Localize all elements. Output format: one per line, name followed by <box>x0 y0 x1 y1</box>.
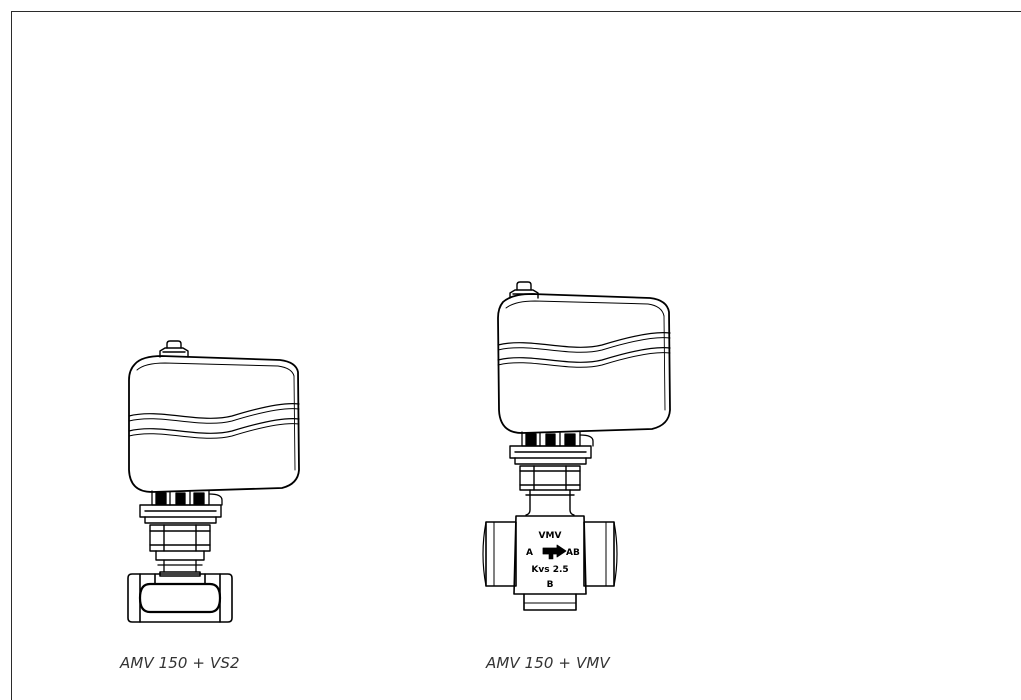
figure-frame <box>11 11 1021 700</box>
vmv-port-b-label: B <box>547 580 554 590</box>
actuator-vs2-assembly <box>127 340 300 623</box>
caption-amv150-vs2: AMV 150 + VS2 <box>120 654 240 672</box>
actuator-housing-right <box>497 293 671 434</box>
caption-amv150-vmv: AMV 150 + VMV <box>486 654 610 672</box>
vmv-valve-body <box>482 515 618 611</box>
valve-neck-left <box>157 559 203 573</box>
actuator-coupling-right <box>521 431 594 447</box>
mounting-collar-left <box>139 504 222 524</box>
mounting-collar-right <box>509 445 592 465</box>
actuator-coupling-left <box>151 490 223 506</box>
vmv-kvs-label: Kvs 2.5 <box>531 565 568 575</box>
actuator-vmv-assembly: VMV A AB Kvs 2.5 B <box>482 281 671 611</box>
valve-nut-right <box>519 465 581 491</box>
vmv-markings: VMV A AB Kvs 2.5 B <box>526 531 580 590</box>
vmv-port-a-label: A <box>526 548 533 558</box>
vmv-port-ab-label: AB <box>566 548 580 558</box>
actuator-knob-left <box>159 340 189 358</box>
vmv-model-label: VMV <box>539 531 562 541</box>
actuator-housing-left <box>128 355 300 493</box>
valve-nut-left <box>149 524 211 561</box>
vs2-valve-body <box>127 571 233 623</box>
valve-neck-right <box>525 489 575 516</box>
